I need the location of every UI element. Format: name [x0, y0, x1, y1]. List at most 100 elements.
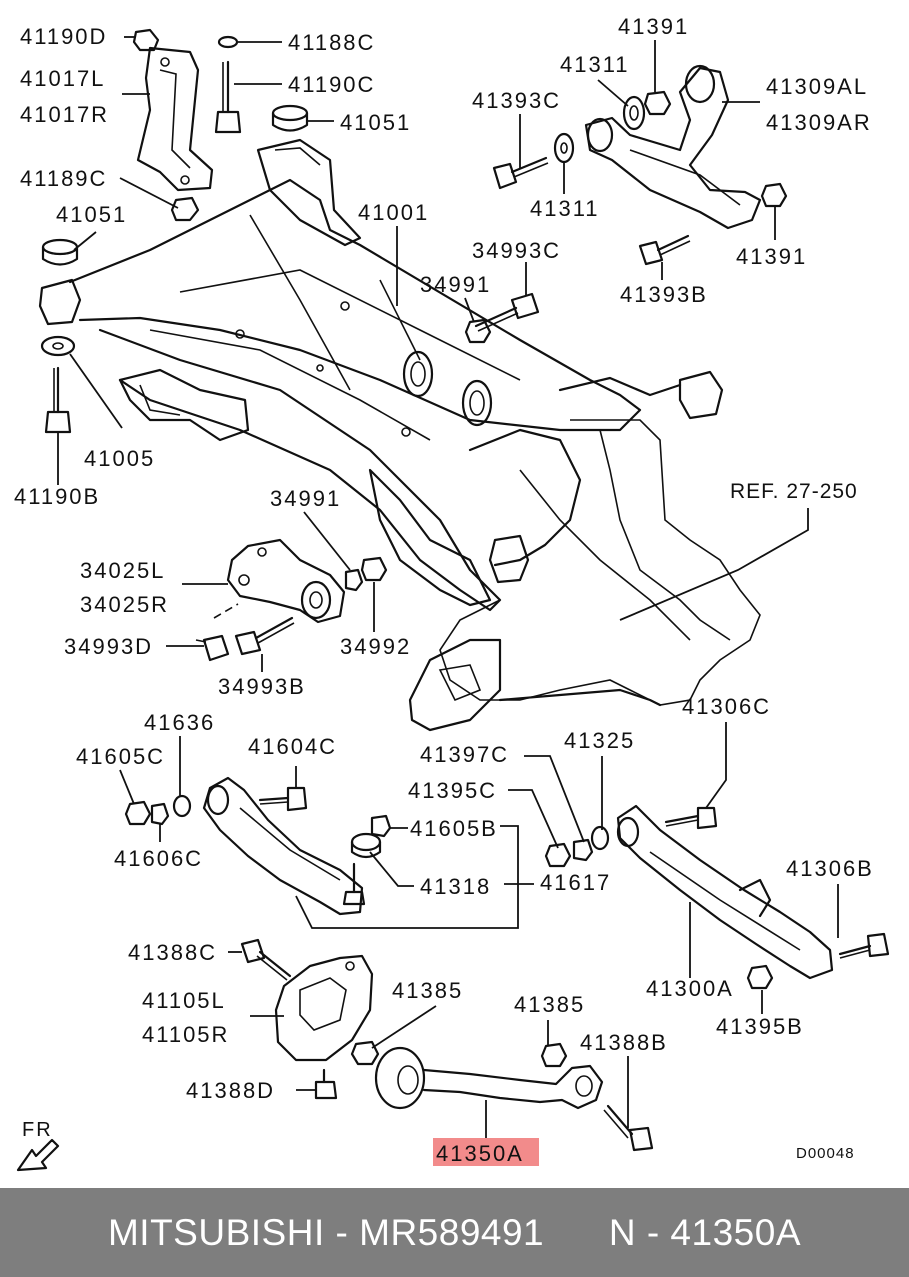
label-34993B[interactable]: 34993B [218, 674, 306, 699]
bracket-41105 [274, 954, 374, 1062]
front-arrow-icon [16, 1138, 60, 1172]
label-41190C[interactable]: 41190C [288, 72, 375, 97]
nut-41606C [150, 802, 170, 826]
label-41395B[interactable]: 41395B [716, 1014, 804, 1039]
label-34991-upper[interactable]: 34991 [420, 272, 491, 297]
leader-lines [57, 36, 839, 1140]
nut-41395B [746, 964, 774, 990]
label-41391-upper[interactable]: 41391 [618, 14, 689, 39]
cushion-41051-upper [271, 104, 309, 132]
bolt-41388D [314, 1068, 338, 1100]
bolt-41190C [214, 60, 242, 134]
nut-41391-lower [760, 182, 788, 208]
nut-41605C [124, 800, 152, 826]
parts-diagram: 41190D 41017L 41017R 41189C 41051 41188C… [14, 14, 890, 1172]
nut-41190D [132, 28, 160, 52]
label-41325[interactable]: 41325 [564, 728, 635, 753]
label-41385-right[interactable]: 41385 [514, 992, 585, 1017]
label-41188C[interactable]: 41188C [288, 30, 375, 55]
label-41051-upper[interactable]: 41051 [340, 110, 411, 135]
label-41189C[interactable]: 41189C [20, 166, 107, 191]
bracket-41017 [136, 46, 214, 192]
label-41393B[interactable]: 41393B [620, 282, 708, 307]
bolt-41604C [258, 786, 308, 812]
label-41190B[interactable]: 41190B [14, 484, 100, 509]
boot-41318 [350, 832, 382, 859]
label-front-direction: FR [22, 1119, 53, 1141]
rod-41350A [374, 1046, 604, 1110]
nut-41391-upper [643, 90, 672, 116]
bushing-41311-upper [622, 95, 646, 131]
label-41385-left[interactable]: 41385 [392, 978, 463, 1003]
label-41309AL[interactable]: 41309AL [766, 74, 868, 99]
label-34993C[interactable]: 34993C [472, 238, 561, 263]
label-41350A-highlighted[interactable]: 41350A [436, 1141, 524, 1166]
nut-41385-right [540, 1042, 568, 1068]
washer-41636 [172, 794, 192, 818]
crossmember-41001 [38, 138, 724, 612]
washer-41325 [590, 825, 610, 851]
lower-arm-41318 [202, 776, 366, 916]
nut-41395C [544, 842, 572, 868]
footer-gap [544, 1212, 609, 1254]
bolt-41388C [240, 938, 292, 981]
bolt-41393C [492, 156, 549, 190]
label-34025L[interactable]: 34025L [80, 558, 165, 583]
label-41388B[interactable]: 41388B [580, 1030, 668, 1055]
washer-41005 [40, 335, 76, 357]
label-41190D[interactable]: 41190D [20, 24, 107, 49]
label-41605B[interactable]: 41605B [410, 816, 498, 841]
label-41105L[interactable]: 41105L [142, 988, 226, 1013]
part-labels: 41190D 41017L 41017R 41189C 41051 41188C… [14, 14, 874, 1166]
label-34991-lower[interactable]: 34991 [270, 486, 341, 511]
label-41306B[interactable]: 41306B [786, 856, 874, 881]
label-41017L[interactable]: 41017L [20, 66, 105, 91]
nut-41397C [572, 838, 594, 862]
bolt-41388B [603, 1104, 654, 1152]
lower-arm-41300A [616, 804, 834, 980]
upper-arm-41309 [584, 64, 762, 230]
washer-41311-lower [553, 132, 575, 164]
label-41309AR[interactable]: 41309AR [766, 110, 872, 135]
nut-34991-upper [464, 318, 492, 344]
bolt-41190B [44, 366, 72, 434]
label-41391-lower[interactable]: 41391 [736, 244, 807, 269]
label-41604C[interactable]: 41604C [248, 734, 337, 759]
label-41388D[interactable]: 41388D [186, 1078, 275, 1103]
label-41397C[interactable]: 41397C [420, 742, 509, 767]
bolt-41306B [838, 932, 890, 959]
label-41300A[interactable]: 41300A [646, 976, 734, 1001]
nut-34992 [360, 556, 388, 582]
label-41311-lower[interactable]: 41311 [530, 196, 600, 221]
label-41395C[interactable]: 41395C [408, 778, 497, 803]
nut-41605B [370, 814, 392, 838]
label-ref-27-250[interactable]: REF. 27-250 [730, 480, 858, 503]
label-41605C[interactable]: 41605C [76, 744, 165, 769]
label-34025R[interactable]: 34025R [80, 592, 169, 617]
cushion-41051-left [41, 238, 79, 266]
label-41388C[interactable]: 41388C [128, 940, 217, 965]
label-41306C[interactable]: 41306C [682, 694, 771, 719]
label-41393C[interactable]: 41393C [472, 88, 561, 113]
bolt-34993C [474, 292, 540, 332]
label-41636[interactable]: 41636 [144, 710, 215, 735]
label-41001[interactable]: 41001 [358, 200, 429, 225]
nut-41385-left [350, 1040, 380, 1066]
diff-mount-34025 [226, 538, 346, 624]
label-41617[interactable]: 41617 [540, 870, 611, 895]
label-34992[interactable]: 34992 [340, 634, 411, 659]
label-34993D[interactable]: 34993D [64, 634, 153, 659]
nut-34991-lower [344, 568, 364, 592]
label-41005[interactable]: 41005 [84, 446, 155, 471]
bolt-34993D [195, 634, 230, 662]
part-number: MR589491 [359, 1211, 545, 1253]
label-41606C[interactable]: 41606C [114, 846, 203, 871]
label-41105R[interactable]: 41105R [142, 1022, 229, 1047]
label-41051-left[interactable]: 41051 [56, 202, 127, 227]
label-41017R[interactable]: 41017R [20, 102, 109, 127]
bolt-41306C [664, 806, 718, 830]
footer-separator: - [324, 1211, 360, 1253]
highlight-box [433, 1138, 539, 1166]
label-41318[interactable]: 41318 [420, 874, 491, 899]
label-41311-upper[interactable]: 41311 [560, 52, 630, 77]
